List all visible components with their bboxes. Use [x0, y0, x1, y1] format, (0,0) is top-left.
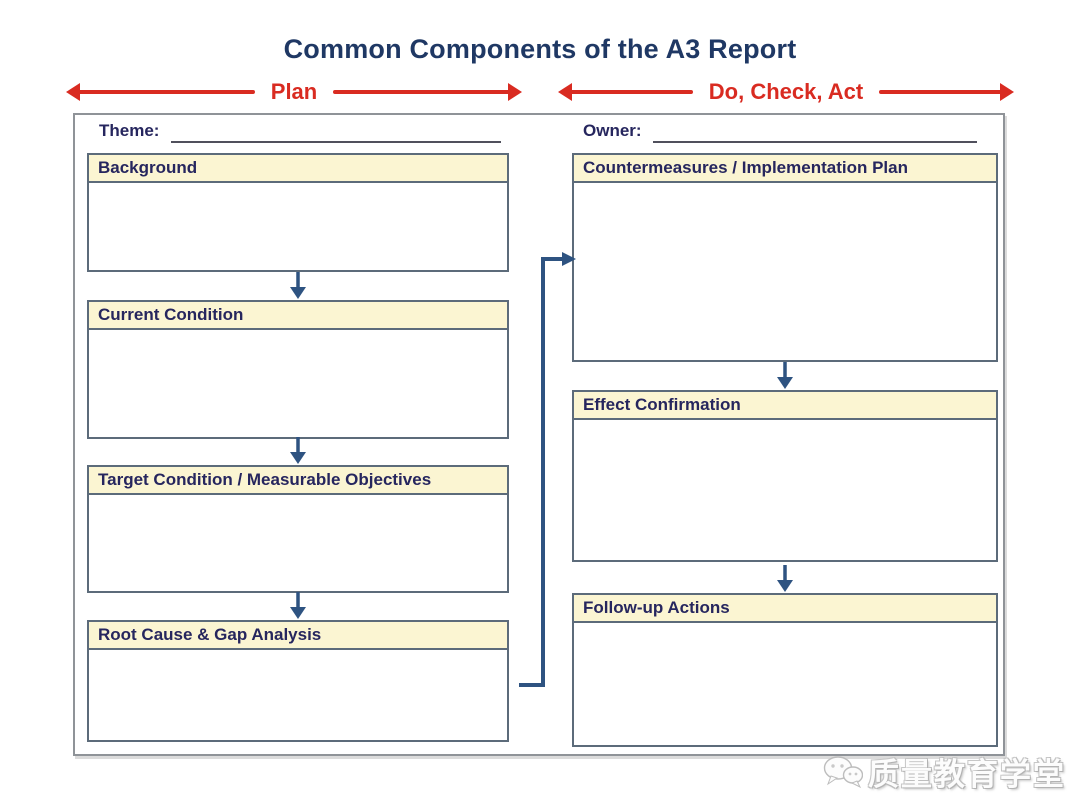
root-cause-box-header: Root Cause & Gap Analysis: [89, 622, 507, 650]
do-check-act-phase-label: Do, Check, Act: [708, 79, 864, 104]
owner-field-label: Owner:: [583, 121, 642, 140]
down-arrow-icon: [290, 592, 306, 619]
a3-template-board: Theme: Owner: Background Current Conditi…: [73, 113, 1005, 756]
red-arrow-right-icon: [333, 83, 522, 101]
current-condition-box: Current Condition: [87, 300, 509, 439]
countermeasures-box: Countermeasures / Implementation Plan: [572, 153, 998, 362]
down-arrow-icon: [777, 565, 793, 592]
target-condition-box: Target Condition / Measurable Objectives: [87, 465, 509, 593]
red-arrow-left-icon: [66, 83, 255, 101]
root-cause-to-countermeasures-connector-arrow: [519, 252, 576, 687]
down-arrow-icon: [290, 437, 306, 464]
plan-phase-label: Plan: [270, 79, 318, 104]
red-arrow-right-icon: [879, 83, 1014, 101]
down-arrow-icon: [290, 272, 306, 299]
follow-up-actions-box: Follow-up Actions: [572, 593, 998, 747]
theme-blank-line: [171, 141, 501, 143]
follow-up-actions-box-header: Follow-up Actions: [574, 595, 996, 623]
theme-field-label: Theme:: [99, 121, 160, 140]
countermeasures-box-header: Countermeasures / Implementation Plan: [574, 155, 996, 183]
background-box-header: Background: [89, 155, 507, 183]
plan-phase-banner: Plan: [66, 79, 522, 105]
red-arrow-left-icon: [558, 83, 693, 101]
target-condition-box-header: Target Condition / Measurable Objectives: [89, 467, 507, 495]
background-box: Background: [87, 153, 509, 272]
effect-confirmation-box: Effect Confirmation: [572, 390, 998, 562]
root-cause-box: Root Cause & Gap Analysis: [87, 620, 509, 742]
watermark-text: 质量教育学堂: [868, 757, 1066, 793]
current-condition-box-header: Current Condition: [89, 302, 507, 330]
owner-blank-line: [653, 141, 977, 143]
wechat-chat-bubbles-icon: [823, 755, 863, 788]
down-arrow-icon: [777, 362, 793, 389]
effect-confirmation-box-header: Effect Confirmation: [574, 392, 996, 420]
page-title: Common Components of the A3 Report: [283, 34, 797, 64]
watermark: 质量教育学堂: [823, 749, 1066, 794]
do-check-act-phase-banner: Do, Check, Act: [558, 79, 1014, 105]
